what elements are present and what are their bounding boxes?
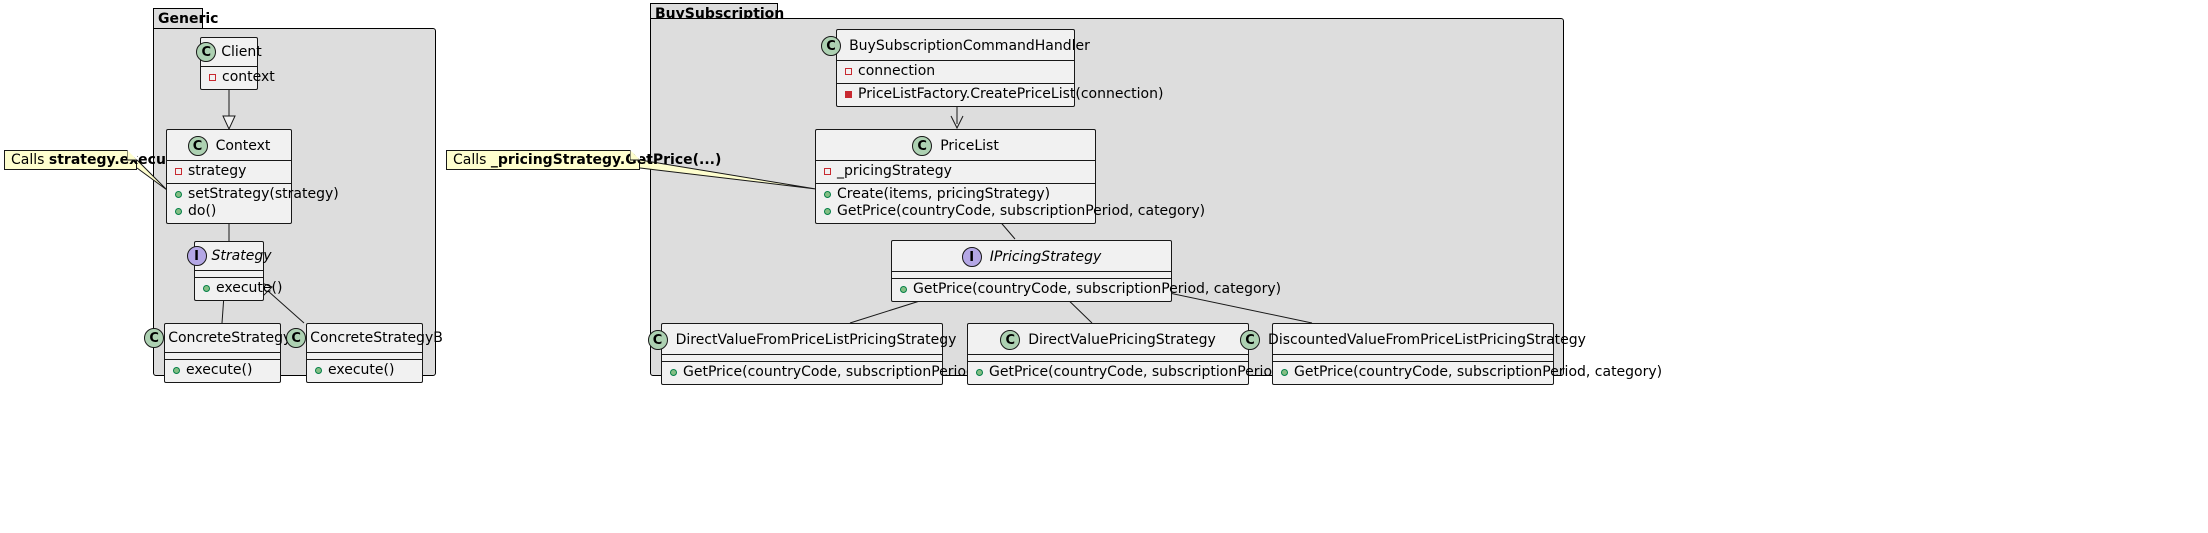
method: GetPrice(countryCode, subscriptionPeriod… [989,364,1358,380]
class-name: PriceList [940,138,999,154]
class-name: DirectValuePricingStrategy [1028,332,1216,348]
package-buysubscription [650,18,1564,376]
private-visibility-icon [824,168,831,175]
class-circle-icon: C [196,42,217,62]
class-name: Context [215,138,271,154]
method: execute() [328,362,395,378]
class-concrete-strategy-a[interactable]: C ConcreteStrategyA execute() [144,323,301,383]
class-circle-icon: C [1000,330,1021,350]
method: do() [188,203,217,219]
private-visibility-icon [175,168,182,175]
class-circle-icon: C [1240,330,1261,350]
method: Create(items, pricingStrategy) [837,186,1051,202]
field: context [222,69,275,85]
class-name: DiscountedValueFromPriceListPricingStrat… [1268,332,1586,348]
class-buy-subscription-command-handler[interactable]: C BuySubscriptionCommandHandler connecti… [821,29,1163,107]
class-direct-value-pricing-strategy[interactable]: C DirectValuePricingStrategy GetPrice(co… [967,323,1357,385]
class-circle-icon: C [821,36,842,56]
class-circle-icon: C [647,330,668,350]
interface-name: IPricingStrategy [989,249,1102,265]
class-name: ConcreteStrategyA [168,330,301,346]
method: execute() [216,280,283,296]
method: PriceListFactory.CreatePriceList(connect… [858,86,1164,102]
public-visibility-icon [824,208,831,215]
public-visibility-icon [900,286,907,293]
note-fold [630,150,640,161]
private-visibility-icon [209,74,216,81]
class-name: DirectValueFromPriceListPricingStrategy [675,332,957,348]
private-method-icon [845,91,852,98]
class-discounted-value-from-pricelist-strategy[interactable]: C DiscountedValueFromPriceListPricingStr… [1240,323,1662,385]
class-circle-icon: C [286,328,307,348]
note-prefix: Calls [11,152,49,168]
package-label: Generic [158,11,219,27]
public-visibility-icon [175,191,182,198]
note-buy: Calls _pricingStrategy.GetPrice(...) [446,150,721,170]
method: GetPrice(countryCode, subscriptionPeriod… [837,203,1206,219]
class-client[interactable]: C Client context [196,37,275,90]
public-visibility-icon [175,208,182,215]
class-direct-value-from-pricelist-strategy[interactable]: C DirectValueFromPriceListPricingStrateg… [647,323,1051,385]
public-visibility-icon [1281,369,1288,376]
note-fold [127,150,137,161]
class-circle-icon: C [187,136,208,156]
method: execute() [186,362,253,378]
class-pricelist[interactable]: C PriceList _pricingStrategy Create(item… [815,129,1205,224]
class-concrete-strategy-b[interactable]: C ConcreteStrategyB execute() [286,323,443,383]
interface-circle-icon: I [186,246,207,266]
class-circle-icon: C [912,136,933,156]
field: strategy [188,163,247,179]
private-visibility-icon [845,68,852,75]
method: GetPrice(countryCode, subscriptionPeriod… [913,281,1282,297]
package-tab-generic: Generic [153,8,218,30]
public-visibility-icon [824,191,831,198]
interface-strategy[interactable]: I Strategy execute() [186,241,282,301]
class-name: Client [221,44,262,60]
interface-name: Strategy [211,248,272,264]
public-visibility-icon [315,367,322,374]
class-context[interactable]: C Context strategy setStrategy(strategy)… [166,129,339,224]
method: setStrategy(strategy) [188,186,339,202]
field: connection [858,63,936,79]
class-name: BuySubscriptionCommandHandler [849,38,1090,54]
note-code: strategy.execute() [48,152,195,168]
class-name: ConcreteStrategyB [310,330,443,346]
note-generic: Calls strategy.execute() [4,150,195,170]
note-prefix: Calls [453,152,491,168]
note-code: _pricingStrategy.GetPrice(...) [490,152,722,168]
public-visibility-icon [670,369,677,376]
class-circle-icon: C [144,328,165,348]
inheritance-arrowhead [222,115,236,131]
public-visibility-icon [203,285,210,292]
public-visibility-icon [173,367,180,374]
association-arrowhead [950,115,964,130]
interface-circle-icon: I [961,247,982,267]
public-visibility-icon [976,369,983,376]
method: GetPrice(countryCode, subscriptionPeriod… [1294,364,1663,380]
field: _pricingStrategy [837,163,952,179]
edge-strategy-concrete-b [267,290,305,324]
method: GetPrice(countryCode, subscriptionPeriod… [683,364,1052,380]
interface-ipricing-strategy[interactable]: I IPricingStrategy GetPrice(countryCode,… [891,240,1281,302]
